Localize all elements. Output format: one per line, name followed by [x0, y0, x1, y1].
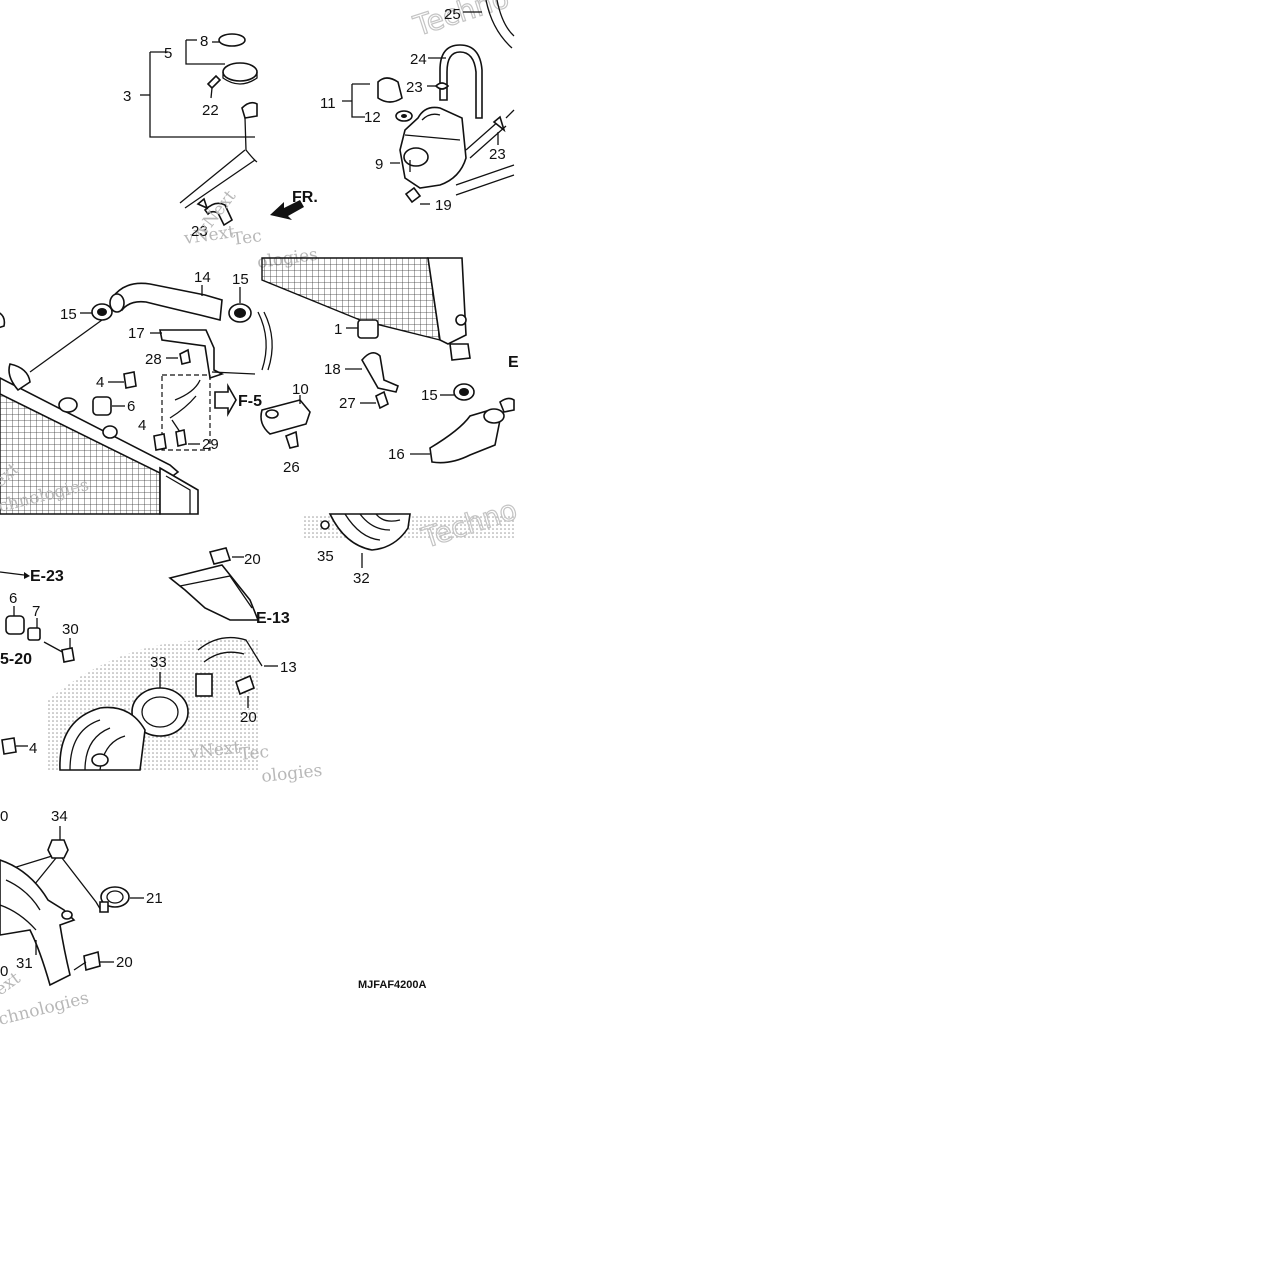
callout-35: 35 [317, 548, 334, 565]
callout-15: 15 [421, 387, 438, 404]
callout-13: 13 [280, 659, 297, 676]
callout-18: 18 [324, 361, 341, 378]
callout-8: 8 [200, 33, 208, 50]
callout-6: 6 [9, 590, 17, 607]
callout-31: 31 [16, 955, 33, 972]
callout-15: 15 [232, 271, 249, 288]
tile-reserve-tank: Techno 25 24 23 11 12 9 [320, 0, 515, 214]
tile-radiator-right: E 1 18 27 15 16 10 26 [260, 257, 519, 476]
callout-22: 22 [202, 102, 219, 119]
radiator-cap-shape [222, 62, 258, 82]
tile-fan-shroud: ext chnologies 34 0 0 21 20 31 [0, 808, 163, 1030]
callout-26: 26 [283, 459, 300, 476]
tile-radiator-left: vNext ologies F-5 [0, 186, 319, 517]
upper-hose-shape [110, 282, 223, 322]
front-marker-label: FR. [292, 189, 318, 206]
callout-14: 14 [194, 269, 211, 286]
callout-25: 25 [444, 6, 461, 23]
callout-32: 32 [353, 570, 370, 587]
callout-23: 23 [489, 146, 506, 163]
reference-e23: E-23 [30, 568, 64, 585]
callout-5: 5 [164, 45, 172, 62]
bracket-shape [159, 329, 225, 380]
tile-fan-edge: Techno 35 32 [304, 493, 522, 587]
reference-5-20: 5-20 [0, 651, 32, 668]
callout-19: 19 [435, 197, 452, 214]
tile-radiator-cap: FR. vNext Tec 3 5 8 22 23 [123, 33, 318, 250]
callout-17: 17 [128, 325, 145, 342]
callout-9: 9 [375, 156, 383, 173]
tile-fan-motor: E-23 5-20 E-13 vNext [0, 547, 323, 787]
callout-20: 20 [244, 551, 261, 568]
callout-0: 0 [0, 963, 8, 980]
callout-30: 30 [62, 621, 79, 638]
reference-e13: E-13 [256, 610, 290, 627]
reference-f5: F-5 [238, 393, 262, 410]
callout-4: 4 [138, 417, 146, 434]
watermark-text: Tec [238, 742, 270, 765]
callout-23: 23 [406, 79, 423, 96]
diagram-code: MJFAF4200A [358, 979, 427, 991]
callout-21: 21 [146, 890, 163, 907]
watermark-text: ologies [260, 761, 323, 787]
callout-10: 10 [292, 381, 309, 398]
callout-27: 27 [339, 395, 356, 412]
reference-arrow-icon [214, 382, 237, 418]
callout-12: 12 [364, 109, 381, 126]
callout-3: 3 [123, 88, 131, 105]
shroud-body-shape [0, 859, 76, 987]
callout-11: 11 [320, 95, 336, 112]
callout-33: 33 [150, 654, 167, 671]
callout-24: 24 [410, 51, 427, 68]
callout-6: 6 [127, 398, 135, 415]
callout-20: 20 [240, 709, 257, 726]
lower-hose-shape [429, 409, 501, 464]
callout-23: 23 [191, 223, 208, 240]
callout-29: 29 [202, 436, 219, 453]
watermark-text: Tec [231, 226, 263, 250]
seal-washer-shape [218, 33, 246, 47]
watermark-text: chnologies [0, 988, 91, 1030]
fan-shroud-shape [168, 564, 260, 621]
callout-28: 28 [145, 351, 162, 368]
callout-34: 34 [51, 808, 68, 825]
fan-blade-shape [59, 706, 146, 771]
callout-16: 16 [388, 446, 405, 463]
callout-1: 1 [334, 321, 342, 338]
callout-7: 7 [32, 603, 40, 620]
callout-0: 0 [0, 808, 8, 825]
callout-4: 4 [29, 740, 37, 757]
reference-e: E [508, 354, 519, 371]
tank-cap-shape [377, 77, 403, 103]
callout-20: 20 [116, 954, 133, 971]
reserve-tank-shape [399, 106, 467, 189]
front-arrow-icon [270, 200, 304, 220]
callout-15: 15 [60, 306, 77, 323]
watermark-text: Techno [409, 0, 513, 43]
callout-4: 4 [96, 374, 104, 391]
watermark-text: Techno [417, 493, 521, 555]
